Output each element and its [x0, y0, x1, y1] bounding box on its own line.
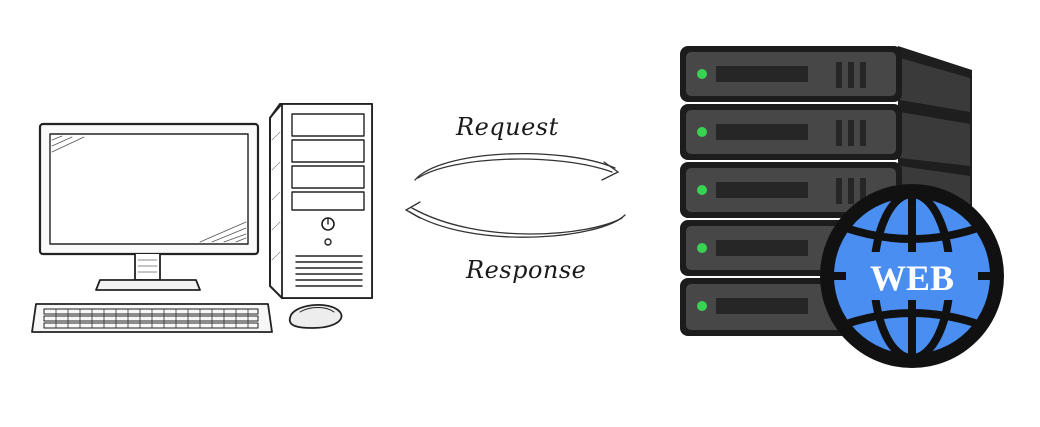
monitor	[38, 122, 260, 291]
globe-icon: WEB	[820, 184, 1004, 368]
mouse	[288, 304, 343, 329]
status-led-icon	[697, 127, 707, 137]
globe-web-label: WEB	[870, 258, 954, 298]
pc-tower	[269, 103, 373, 299]
keyboard	[31, 303, 273, 333]
desktop-computer-icon	[31, 103, 373, 333]
response-label: Response	[465, 256, 586, 284]
request-arrow	[414, 152, 620, 181]
request-label: Request	[455, 113, 559, 141]
server-unit	[680, 104, 902, 160]
response-arrow	[404, 201, 626, 238]
server-unit	[680, 162, 902, 218]
status-led-icon	[697, 69, 707, 79]
status-led-icon	[697, 301, 707, 311]
status-led-icon	[697, 243, 707, 253]
status-led-icon	[697, 185, 707, 195]
server-unit	[680, 46, 902, 102]
